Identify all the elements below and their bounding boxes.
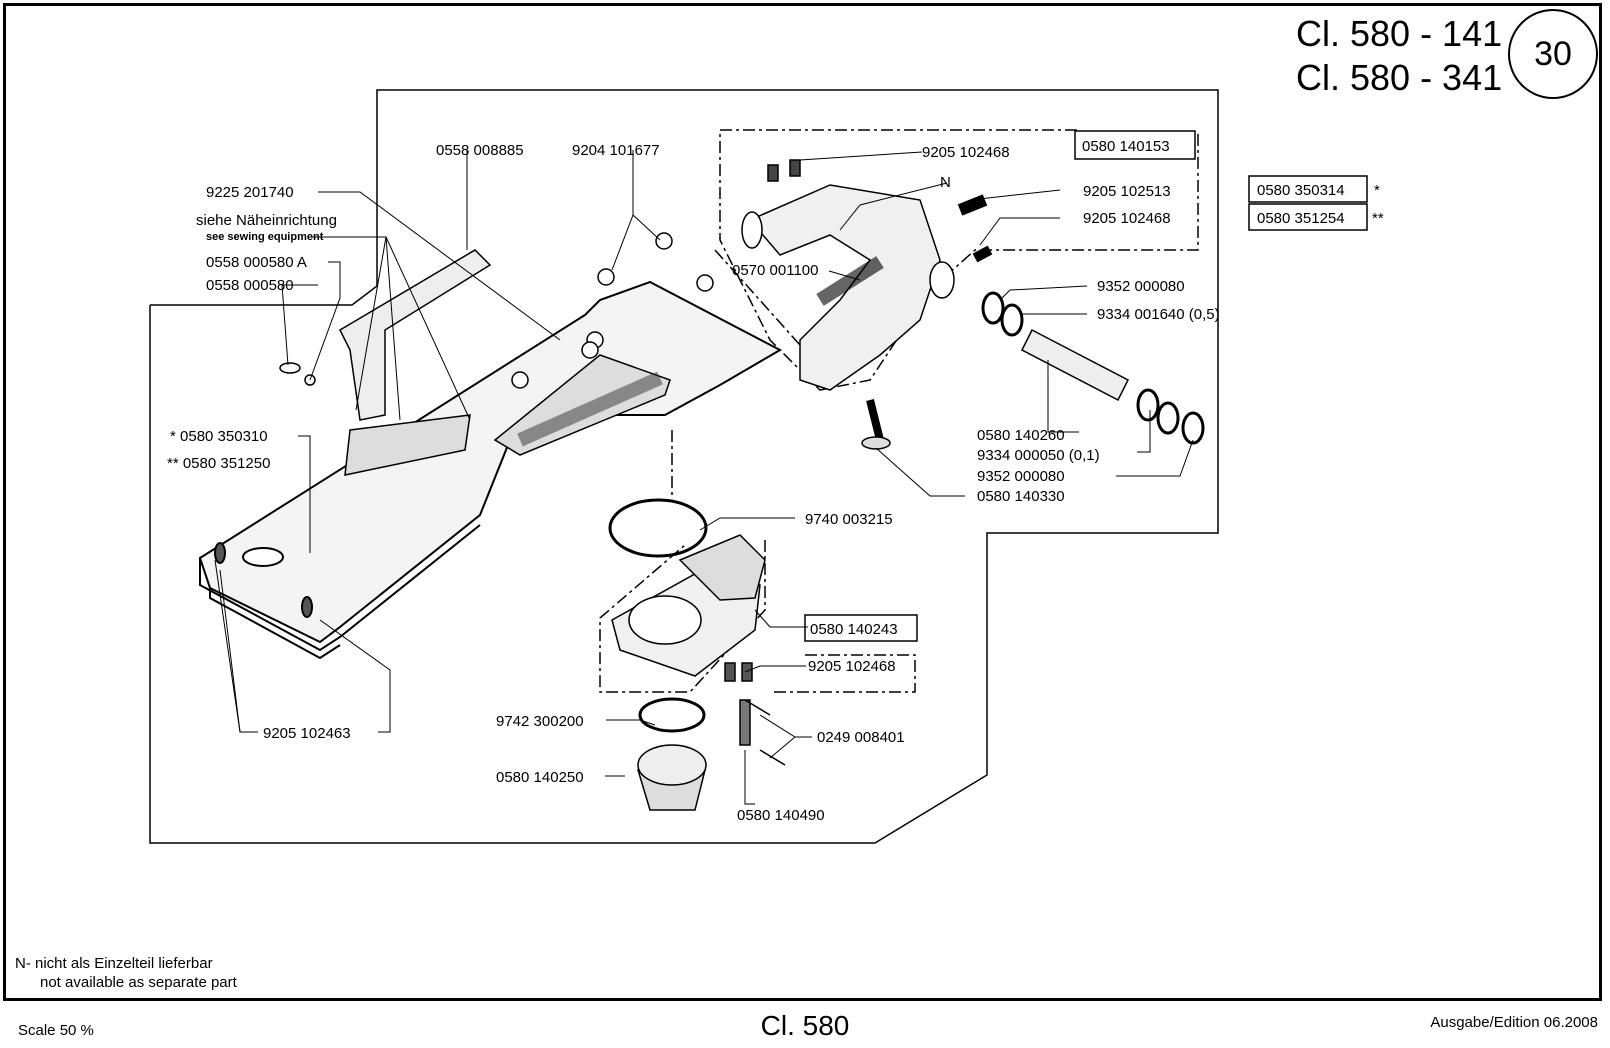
- part-label: 0580 350314: [1257, 182, 1345, 199]
- part-label: ** 0580 351250: [167, 455, 270, 472]
- part-label: 9204 101677: [572, 142, 660, 159]
- class-title-2: Cl. 580 - 341: [1296, 57, 1503, 98]
- part-label: 9205 102468: [922, 144, 1010, 161]
- part-label: 9205 102463: [263, 725, 351, 742]
- part-label: 9205 102468: [808, 658, 896, 675]
- edition-label: Ausgabe/Edition 06.2008: [1430, 1014, 1598, 1031]
- part-label: **: [1372, 210, 1384, 227]
- part-labels: 0558 008885 9204 101677 9205 102468 0580…: [167, 138, 1384, 824]
- note-line-1: N- nicht als Einzelteil lieferbar: [15, 955, 213, 972]
- shaft-and-rings: [957, 194, 1205, 445]
- part-label: 9205 102513: [1083, 183, 1171, 200]
- page-number-badge: 30: [1508, 9, 1598, 99]
- feed-dog-plate: [493, 354, 671, 456]
- scale-label: Scale 50 %: [18, 1022, 94, 1039]
- model-footer: Cl. 580: [760, 1010, 850, 1041]
- part-label: *: [1374, 182, 1380, 199]
- assembly-boundary: [149, 89, 1219, 844]
- part-label: 0580 140490: [737, 807, 825, 824]
- bearing-bracket: [741, 159, 955, 450]
- label-box-0580-140243: [804, 614, 918, 642]
- part-label: 9352 000080: [977, 468, 1065, 485]
- part-label: 9334 001640 (0,5): [1097, 306, 1220, 323]
- oil-reservoir-housing: [608, 498, 786, 811]
- subassembly-dashed-groups: [599, 129, 1199, 693]
- lever-arm: [339, 249, 492, 476]
- label-boxes: [804, 130, 1368, 642]
- class-title-1: Cl. 580 - 141: [1296, 13, 1503, 54]
- part-label: 0558 008885: [436, 142, 524, 159]
- part-label: 9334 000050 (0,1): [977, 447, 1100, 464]
- part-label: 0580 351254: [1257, 210, 1345, 227]
- part-label: 0580 140330: [977, 488, 1065, 505]
- part-label: 0570 001100: [732, 262, 818, 279]
- note-line-2: not available as separate part: [40, 974, 237, 991]
- page-number: 30: [1534, 34, 1572, 73]
- part-label: 0580 140243: [810, 621, 898, 638]
- part-label: 0580 140250: [496, 769, 584, 786]
- label-box-0580-351254: [1248, 203, 1368, 231]
- part-label: * 0580 350310: [170, 428, 268, 445]
- part-label: siehe Näheinrichtung: [196, 212, 337, 229]
- part-label: 9205 102468: [1083, 210, 1171, 227]
- part-label: 9740 003215: [805, 511, 893, 528]
- part-label: 0558 000580 A: [206, 254, 307, 271]
- part-label: 9225 201740: [206, 184, 294, 201]
- drawing-frame: [3, 3, 1602, 1001]
- part-label: N: [940, 174, 951, 191]
- label-box-0580-350314: [1248, 175, 1368, 203]
- part-label: 9742 300200: [496, 713, 584, 730]
- part-label: 9352 000080: [1097, 278, 1185, 295]
- part-label: 0580 140260: [977, 427, 1065, 444]
- leader-lines: [214, 150, 1194, 805]
- part-label: see sewing equipment: [206, 231, 324, 243]
- label-box-0580-140153: [1074, 130, 1196, 160]
- part-label: 0580 140153: [1082, 138, 1170, 155]
- part-label: 0249 008401: [817, 729, 905, 746]
- part-label: 0558 000580: [206, 277, 294, 294]
- screws: [279, 232, 714, 389]
